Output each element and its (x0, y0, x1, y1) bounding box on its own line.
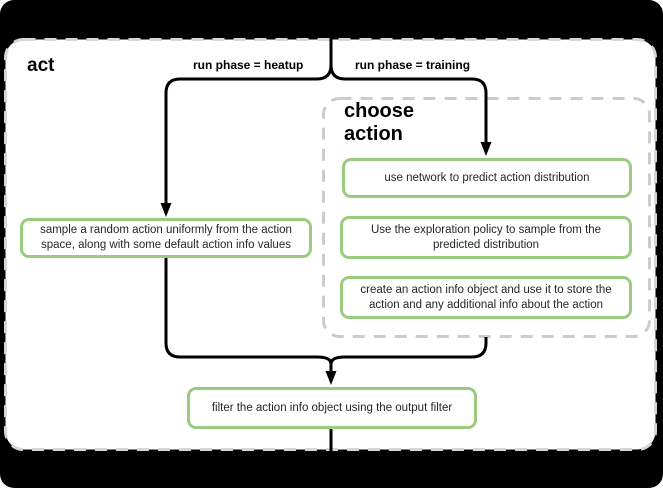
connector-training-branch (329, 38, 488, 143)
branch-label-training: run phase = training (355, 58, 471, 72)
arrowhead-to-sample (160, 203, 172, 217)
node-filter-action-info: filter the action info object using the … (187, 387, 477, 429)
act-lane-title: act (27, 55, 55, 76)
node-exploration-policy: Use the exploration policy to sample fro… (340, 216, 632, 259)
arrowhead-to-network (480, 142, 492, 156)
node-use-network: use network to predict action distributi… (342, 158, 632, 198)
branch-label-heatup: run phase = heatup (193, 58, 304, 72)
connector-lines (164, 38, 488, 452)
choose-action-group-title: choose action (344, 100, 415, 145)
node-sample-random-action: sample a random action uniformly from th… (20, 218, 312, 258)
arrowheads (160, 142, 492, 385)
arrowhead-to-filter (325, 371, 337, 385)
node-create-action-info: create an action info object and use it … (340, 276, 632, 319)
connector-merge-right (329, 337, 488, 372)
